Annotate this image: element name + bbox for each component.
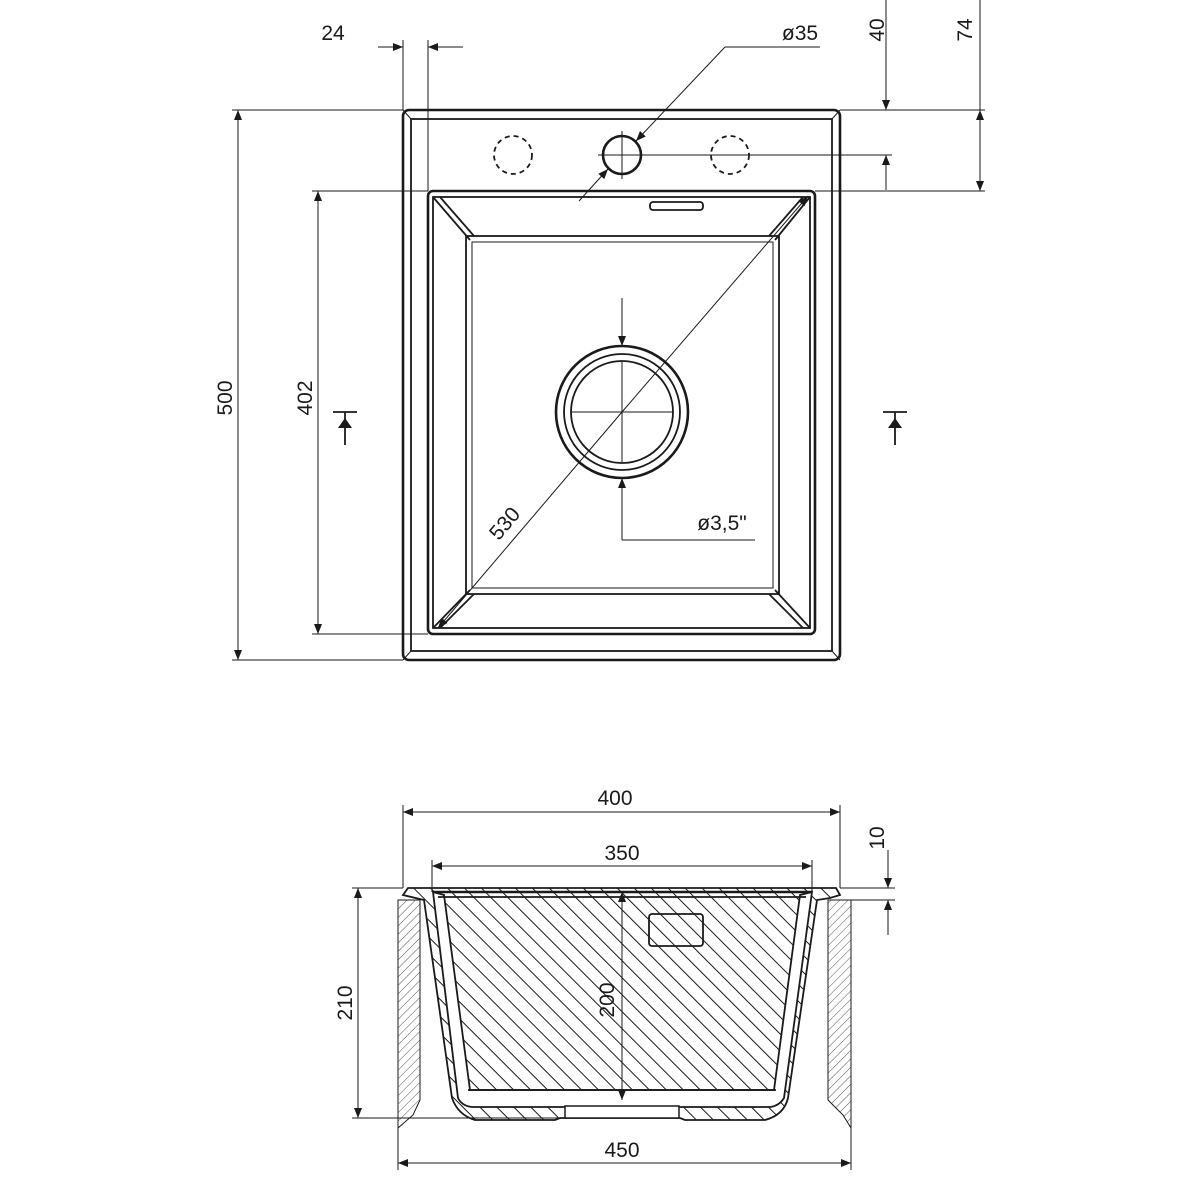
bowl-floor <box>465 235 780 595</box>
dim-total-width-label: 400 <box>597 787 632 810</box>
tap-hole-optional-left <box>493 135 533 175</box>
dimension-402: 402 <box>294 190 428 635</box>
overflow-opening <box>648 913 704 947</box>
cabinet-wall-right <box>827 899 852 1130</box>
dim-total-depth-label: 210 <box>334 985 357 1020</box>
dim-bowl-width-label: 350 <box>604 842 639 865</box>
dimension-74: 74 <box>815 0 985 192</box>
bowl-rim <box>432 196 811 629</box>
dimension-40: 40 <box>646 0 985 190</box>
dimension-450: 450 <box>397 1128 852 1170</box>
dimension-350: 350 <box>431 842 813 892</box>
dimension-24: 24 <box>321 22 463 191</box>
dim-flange-label: 24 <box>321 22 345 45</box>
section-marker-left <box>333 411 357 445</box>
bowl-outline <box>426 189 817 636</box>
dimension-200: 200 <box>596 892 626 1100</box>
dim-tap-offset-label: 40 <box>866 18 889 41</box>
dim-cabinet-label: 450 <box>604 1139 639 1162</box>
bowl-corner-lines <box>432 196 811 629</box>
dim-bowl-depth-label: 200 <box>596 982 619 1017</box>
sink-outline <box>401 108 842 662</box>
overflow-slot <box>649 201 704 211</box>
dim-total-length-label: 500 <box>214 380 237 415</box>
dimension-500: 500 <box>214 109 403 661</box>
dimension-drain: ø3,5" <box>618 298 755 541</box>
bevel-corners <box>402 109 841 661</box>
dim-rim-label: 10 <box>866 826 889 849</box>
dimension-10: 10 <box>840 826 895 935</box>
dim-drain-label: ø3,5" <box>697 512 746 535</box>
drain-outlet <box>564 1105 680 1119</box>
dim-diagonal-label: 530 <box>485 503 525 545</box>
dim-tap-hole-label: ø35 <box>782 22 818 45</box>
dim-bowl-length-label: 402 <box>294 380 317 415</box>
sink-bevel <box>410 118 833 652</box>
dim-bowl-offset-label: 74 <box>954 18 977 42</box>
top-view: 24 ø35 40 74 500 402 <box>214 0 985 662</box>
cabinet-wall-left <box>397 899 421 1130</box>
dimension-210: 210 <box>334 887 560 1119</box>
section-view: 400 350 10 210 200 450 <box>334 787 895 1170</box>
section-marker-right <box>883 411 907 445</box>
dimension-tap-hole: ø35 <box>578 22 820 202</box>
dimension-400: 400 <box>402 787 841 888</box>
